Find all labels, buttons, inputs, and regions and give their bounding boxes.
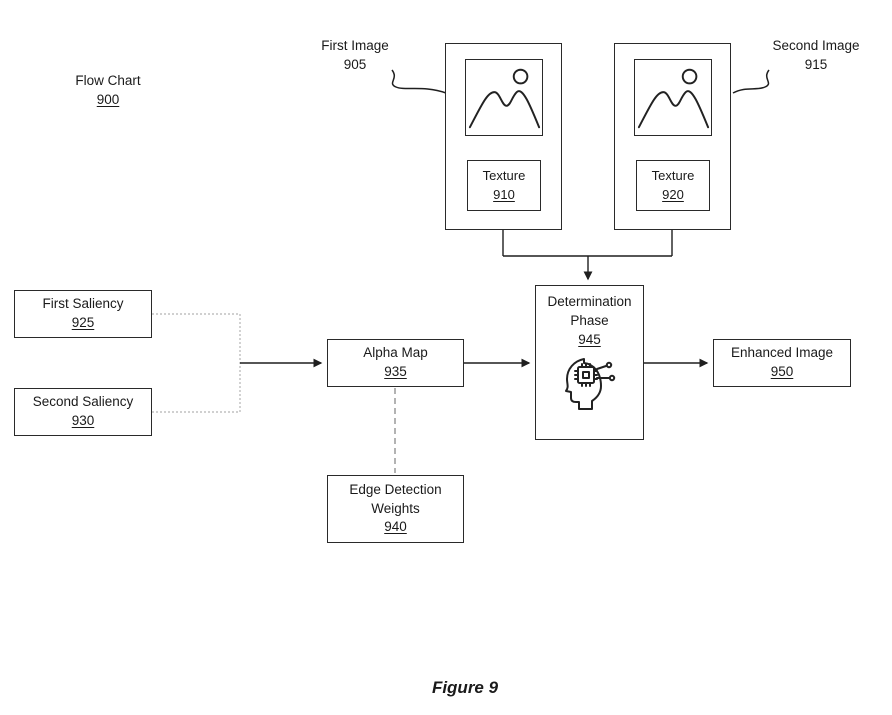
node-label-line2: Weights	[371, 500, 420, 516]
first-image-label-text: First Image	[321, 38, 389, 53]
node-label: Enhanced Image	[730, 345, 834, 361]
flow-chart-title-text: Flow Chart	[75, 73, 141, 88]
image-to-determination-connector	[502, 230, 673, 281]
node-second-saliency: Second Saliency 930	[14, 388, 152, 436]
second-image-leader-squiggle	[732, 69, 770, 94]
node-enhanced-image: Enhanced Image 950	[713, 339, 851, 387]
node-ref: 950	[770, 364, 794, 379]
flow-chart-ref: 900	[96, 91, 120, 107]
node-alpha-map: Alpha Map 935	[327, 339, 464, 387]
second-image-label-text: Second Image	[772, 38, 860, 53]
node-label: Texture	[651, 168, 695, 184]
node-label: Second Saliency	[32, 394, 134, 410]
ai-head-chip-icon	[561, 355, 619, 417]
node-label: Alpha Map	[363, 345, 428, 361]
node-label-line1: Determination	[547, 294, 632, 309]
node-texture-920: Texture 920	[636, 160, 710, 211]
node-first-saliency: First Saliency 925	[14, 290, 152, 338]
node-edge-detection-weights: Edge Detection Weights 940	[327, 475, 464, 543]
node-label: Texture	[482, 168, 526, 184]
photo-mountain-icon	[634, 59, 712, 136]
node-ref: 945	[578, 331, 601, 347]
saliency-junction-connector	[152, 313, 241, 413]
node-ref: 925	[71, 315, 95, 330]
node-determination-phase: Determination Phase 945	[535, 285, 644, 440]
flow-chart-title: Flow Chart 900	[58, 72, 158, 110]
node-ref: 930	[71, 413, 95, 428]
node-ref: 935	[384, 364, 407, 379]
node-label-line1: Edge Detection	[349, 481, 442, 497]
node-second-image: Texture 920	[614, 43, 731, 230]
second-image-ref: 915	[804, 56, 828, 72]
node-ref: 940	[384, 519, 407, 535]
node-first-image: Texture 910	[445, 43, 562, 230]
photo-mountain-icon	[465, 59, 543, 136]
node-texture-910: Texture 910	[467, 160, 541, 211]
figure-caption: Figure 9	[431, 678, 499, 697]
node-ref: 920	[662, 186, 684, 202]
node-label: First Saliency	[42, 296, 124, 312]
node-ref: 910	[493, 186, 515, 202]
node-label-line2: Phase	[570, 312, 609, 328]
first-image-ref: 905	[343, 56, 367, 72]
second-image-label: Second Image 915	[766, 37, 866, 75]
first-image-label: First Image 905	[305, 37, 405, 75]
